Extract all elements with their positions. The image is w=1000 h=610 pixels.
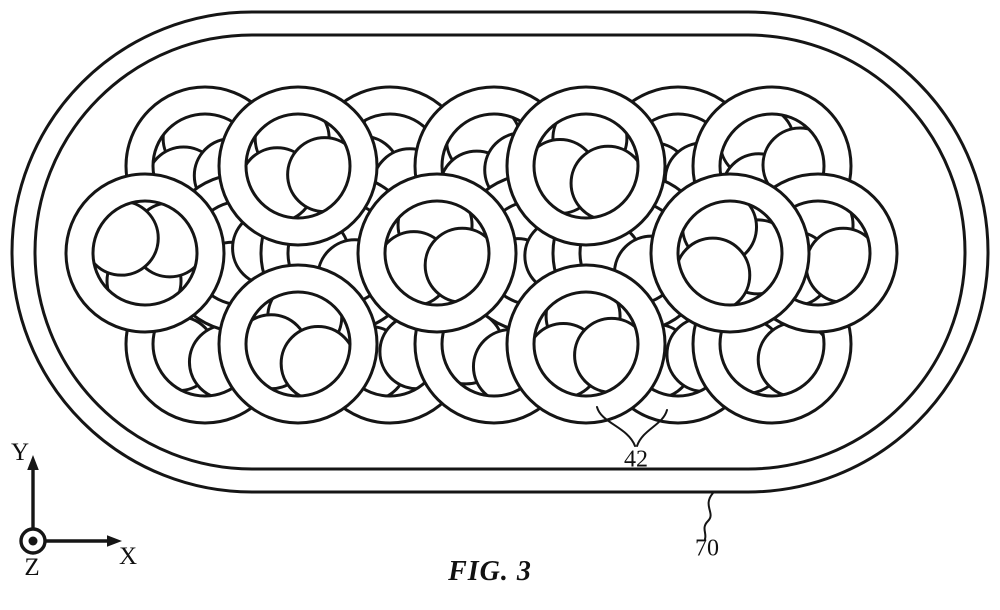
- wire-bundle-front: [505, 263, 667, 425]
- wire-bundle-front: [64, 172, 226, 334]
- label-70-leader: [703, 492, 714, 540]
- bundle-inner-circle: [383, 199, 491, 307]
- axis-y-arrowhead: [27, 455, 39, 470]
- bundle-inner-circle: [244, 112, 352, 220]
- axis-x-label: X: [118, 543, 138, 570]
- bundle-inner-circle: [91, 199, 199, 307]
- reference-number-42: 42: [624, 446, 648, 473]
- bundle-inner-circle: [244, 290, 352, 398]
- wire-bundle-front: [217, 263, 379, 425]
- wire-bundle-front: [649, 172, 811, 334]
- wire-bundle-front: [217, 85, 379, 247]
- bundle-inner-circle: [532, 290, 640, 398]
- wire-bundle-front: [505, 85, 667, 247]
- figure-caption: FIG. 3: [448, 556, 532, 587]
- wire-bundle-front: [356, 172, 518, 334]
- axis-z-label: Z: [24, 554, 40, 581]
- axis-z-dot: [28, 536, 38, 546]
- bundle-inner-circle: [532, 112, 640, 220]
- axis-y-label: Y: [10, 439, 30, 466]
- label-42-brace: [636, 409, 668, 447]
- label-42-brace: [596, 406, 636, 447]
- bundle-inner-circle: [676, 199, 784, 307]
- axis-x-arrowhead: [107, 535, 122, 547]
- reference-number-70: 70: [695, 535, 719, 562]
